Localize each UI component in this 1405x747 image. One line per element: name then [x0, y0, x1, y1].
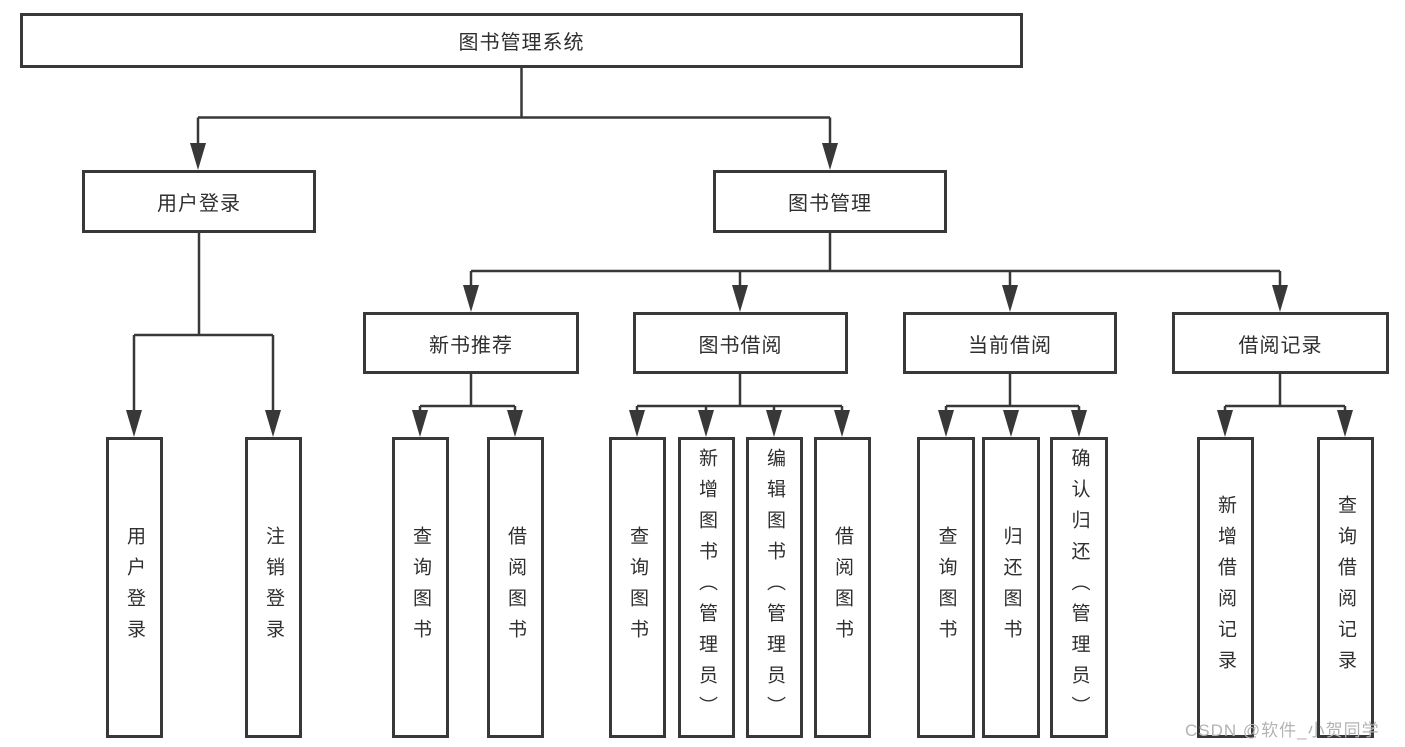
- arrowhead: [1003, 410, 1019, 437]
- leaf-edit-book-admin-label: 编辑图书（管理员）: [764, 448, 785, 727]
- node-book-management-label: 图书管理: [788, 193, 872, 215]
- node-borrow-records-label: 借阅记录: [1238, 334, 1323, 357]
- leaf-logout-label: 注销登录: [263, 525, 284, 650]
- leaf-add-borrow-record: 新增借阅记录: [1197, 437, 1254, 738]
- connector-borrow-to-leaves: [635, 374, 844, 412]
- node-new-book-recommend-label: 新书推荐: [429, 334, 513, 357]
- arrowhead: [732, 285, 748, 312]
- leaf-query-books-recommend-label: 查询图书: [410, 525, 431, 650]
- connector-book-mgmt-to-level3: [469, 233, 1282, 287]
- connector-root-to-level2: [196, 68, 832, 145]
- arrowhead: [1337, 410, 1353, 437]
- arrowhead: [190, 143, 206, 170]
- leaf-add-book-admin: 新增图书（管理员）: [678, 437, 735, 738]
- leaf-user-login: 用户登录: [106, 437, 163, 738]
- leaf-query-books-current-label: 查询图书: [935, 525, 957, 650]
- arrowhead: [1002, 285, 1018, 312]
- node-current-borrow: 当前借阅: [903, 312, 1117, 374]
- connector-record-to-leaves: [1223, 374, 1347, 412]
- arrowhead: [766, 410, 782, 437]
- node-book-borrow-label: 图书借阅: [698, 334, 783, 357]
- leaf-return-book-label: 归还图书: [1000, 525, 1022, 650]
- leaf-query-borrow-record-label: 查询借阅记录: [1335, 494, 1356, 681]
- leaf-user-login-label: 用户登录: [124, 525, 145, 650]
- leaf-borrow-books-recommend-label: 借阅图书: [505, 525, 526, 650]
- node-user-login-label: 用户登录: [157, 193, 241, 215]
- leaf-edit-book-admin: 编辑图书（管理员）: [746, 437, 803, 738]
- leaf-return-book: 归还图书: [982, 437, 1040, 738]
- leaf-confirm-return-admin-label: 确认归还（管理员）: [1068, 448, 1090, 727]
- leaf-borrow-books-recommend: 借阅图书: [487, 437, 544, 738]
- watermark: CSDN @软件_小贺同学: [1185, 721, 1380, 740]
- node-book-management: 图书管理: [713, 170, 947, 233]
- leaf-query-books-current: 查询图书: [917, 437, 975, 738]
- arrowhead: [1272, 285, 1288, 312]
- node-library-system-label: 图书管理系统: [458, 32, 585, 54]
- arrowhead: [1217, 410, 1233, 437]
- arrowhead: [126, 410, 142, 437]
- leaf-query-books-recommend: 查询图书: [392, 437, 449, 738]
- connector-user-login-to-leaves: [132, 233, 275, 412]
- node-library-system: 图书管理系统: [20, 13, 1023, 68]
- node-book-borrow: 图书借阅: [633, 312, 848, 374]
- leaf-query-books-borrow-label: 查询图书: [627, 525, 648, 650]
- node-new-book-recommend: 新书推荐: [363, 312, 579, 374]
- arrowhead: [507, 410, 523, 437]
- leaf-confirm-return-admin: 确认归还（管理员）: [1050, 437, 1108, 738]
- leaf-add-book-admin-label: 新增图书（管理员）: [696, 448, 717, 727]
- arrowhead: [265, 410, 281, 437]
- arrowhead: [698, 410, 714, 437]
- connector-new-book-to-leaves: [418, 374, 517, 412]
- node-user-login: 用户登录: [82, 170, 316, 233]
- arrowhead: [1071, 410, 1087, 437]
- arrowhead: [938, 410, 954, 437]
- arrowhead: [822, 143, 838, 170]
- leaf-borrow-books-borrow-label: 借阅图书: [832, 525, 853, 650]
- arrowhead: [412, 410, 428, 437]
- leaf-borrow-books-borrow: 借阅图书: [814, 437, 871, 738]
- node-current-borrow-label: 当前借阅: [968, 334, 1052, 357]
- leaf-query-books-borrow: 查询图书: [609, 437, 666, 738]
- leaf-query-borrow-record: 查询借阅记录: [1317, 437, 1374, 738]
- leaf-add-borrow-record-label: 新增借阅记录: [1215, 494, 1236, 681]
- connector-current-to-leaves: [944, 374, 1081, 412]
- arrowhead: [834, 410, 850, 437]
- arrowhead: [463, 285, 479, 312]
- arrowhead: [629, 410, 645, 437]
- leaf-logout: 注销登录: [245, 437, 302, 738]
- node-borrow-records: 借阅记录: [1172, 312, 1389, 374]
